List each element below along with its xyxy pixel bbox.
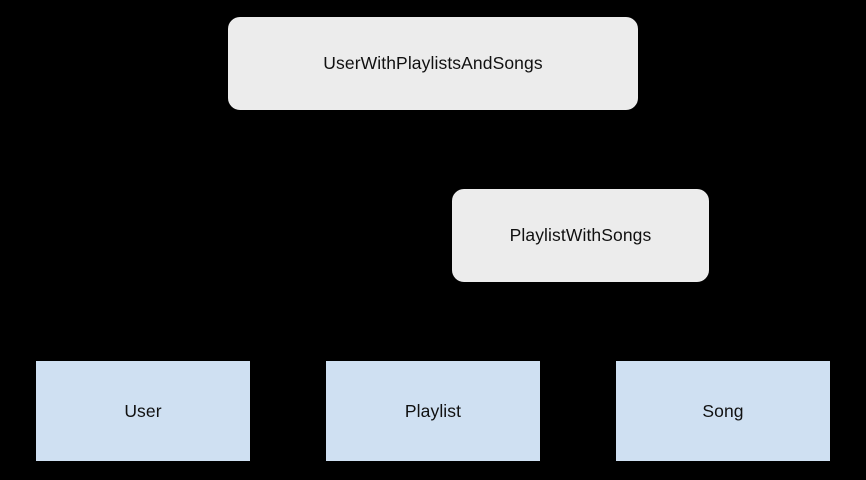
node-label: Song	[702, 400, 744, 421]
node-label: UserWithPlaylistsAndSongs	[323, 53, 543, 73]
edge-playlistwrapper-to-playlist	[432, 282, 581, 361]
edge-userwrapper-to-user	[142, 110, 434, 361]
edge-userwrapper-to-playlistwrapper	[432, 110, 581, 189]
node-label: Playlist	[404, 400, 462, 421]
node-user-with-playlists-and-songs[interactable]: UserWithPlaylistsAndSongs	[228, 17, 638, 110]
node-user[interactable]: User	[36, 361, 250, 461]
node-label: User	[124, 400, 162, 421]
node-song[interactable]: Song	[616, 361, 830, 461]
node-label: PlaylistWithSongs	[509, 225, 652, 245]
node-playlist[interactable]: Playlist	[326, 361, 540, 461]
node-playlist-with-songs[interactable]: PlaylistWithSongs	[452, 189, 709, 282]
edge-playlistwrapper-to-song	[579, 282, 724, 361]
